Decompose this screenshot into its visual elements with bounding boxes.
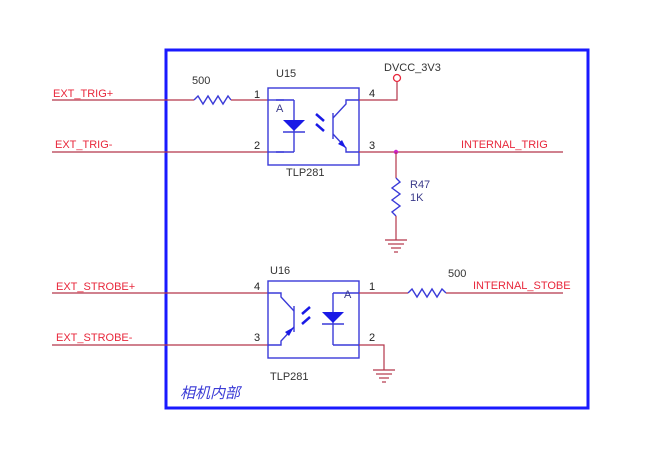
resistor-strobe-value: 500 bbox=[448, 268, 466, 280]
u16-pin2: 2 bbox=[369, 332, 375, 344]
u16-pin3: 3 bbox=[254, 332, 260, 344]
internal-trig-label: INTERNAL_TRIG bbox=[461, 139, 548, 151]
u15-ref: U15 bbox=[276, 68, 296, 80]
dvcc-wire bbox=[359, 82, 398, 101]
led-icon bbox=[322, 312, 344, 323]
u16-part: TLP281 bbox=[270, 371, 309, 383]
phototransistor-icon bbox=[268, 292, 295, 346]
u16-ref: U16 bbox=[270, 265, 290, 277]
u16-pin4: 4 bbox=[254, 281, 260, 293]
r47-value: 1K bbox=[410, 192, 424, 204]
u16-ground-wire bbox=[359, 344, 385, 370]
r47-resistor bbox=[390, 152, 402, 240]
ext-trig-pos-wire bbox=[52, 94, 268, 106]
ground-icon bbox=[373, 369, 395, 383]
internal-strobe-wire bbox=[359, 287, 563, 299]
light-emission-icon bbox=[301, 306, 311, 325]
frame-label: 相机内部 bbox=[180, 384, 243, 402]
u16-anode-label: A bbox=[344, 289, 352, 301]
led-icon bbox=[283, 120, 305, 131]
light-emission-icon bbox=[315, 113, 325, 132]
u15-pin1: 1 bbox=[254, 89, 260, 101]
u15-pin3: 3 bbox=[369, 140, 375, 152]
resistor-trig-value: 500 bbox=[192, 75, 210, 87]
power-port-icon bbox=[392, 73, 402, 83]
camera-internal-frame bbox=[164, 48, 590, 410]
ext-strobe-neg-label: EXT_STROBE- bbox=[56, 332, 133, 344]
u15-part: TLP281 bbox=[286, 167, 325, 179]
resistor-500-strobe bbox=[407, 287, 447, 299]
internal-strobe-label: INTERNAL_STOBE bbox=[473, 280, 571, 292]
u15-optocoupler bbox=[267, 87, 360, 166]
u15-anode-label: A bbox=[276, 103, 284, 115]
u15-pin4: 4 bbox=[369, 88, 375, 100]
resistor-500-trig bbox=[193, 94, 232, 106]
phototransistor-icon bbox=[332, 99, 359, 153]
u16-optocoupler bbox=[267, 280, 360, 359]
r47-ref: R47 bbox=[410, 179, 430, 191]
power-net-label: DVCC_3V3 bbox=[384, 62, 441, 74]
u15-pin2: 2 bbox=[254, 140, 260, 152]
u16-pin1: 1 bbox=[369, 281, 375, 293]
ext-strobe-pos-label: EXT_STROBE+ bbox=[56, 281, 135, 293]
ground-icon bbox=[385, 239, 407, 253]
ext-trig-pos-label: EXT_TRIG+ bbox=[53, 88, 113, 100]
ext-trig-neg-label: EXT_TRIG- bbox=[55, 139, 113, 151]
